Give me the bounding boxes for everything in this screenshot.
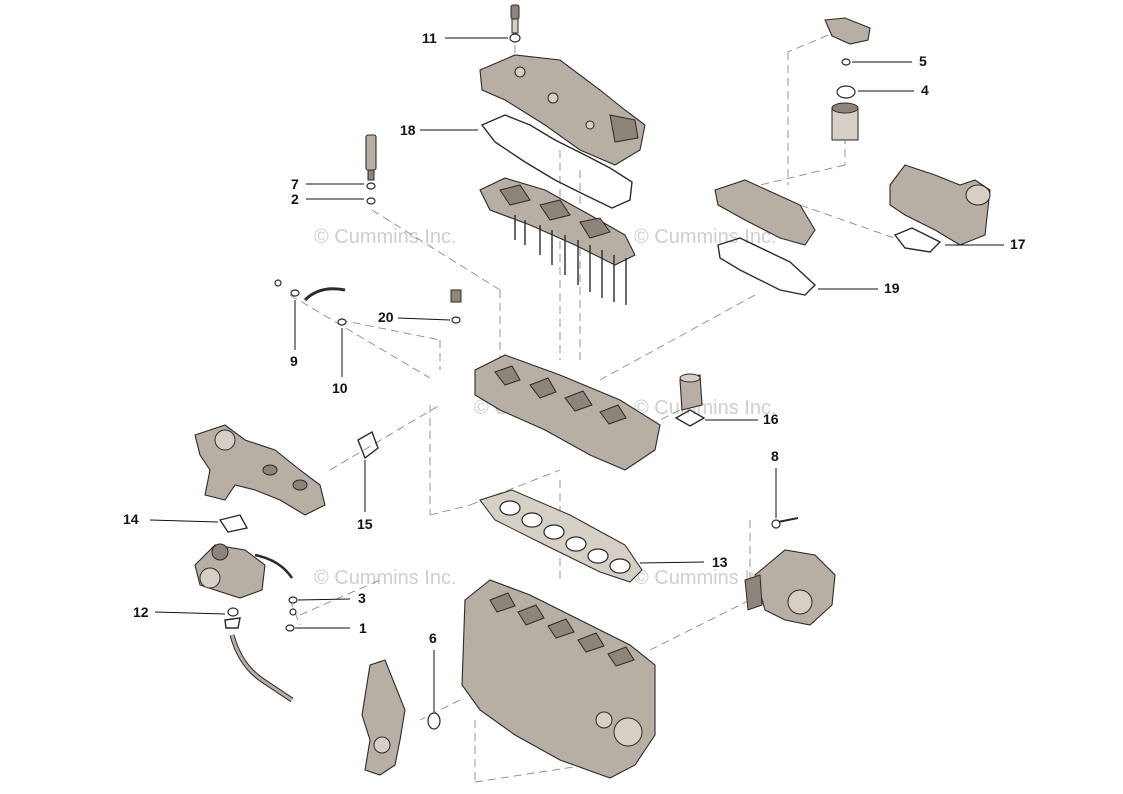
callout-11: 11 [422,30,437,46]
callout-4: 4 [921,82,929,98]
callout-3: 3 [358,590,366,606]
watermark: © Cummins Inc. [314,567,457,589]
crankcase-breather [824,17,871,141]
valve-cover [479,54,646,166]
watermark: © Cummins Inc. [634,397,777,419]
callout-18: 18 [400,122,416,138]
intake-cover-gasket [717,237,817,296]
callout-8: 8 [771,448,779,464]
turbocharger [194,543,294,599]
rocker-housing [479,177,636,305]
callout-12: 12 [133,604,149,620]
callout-20: 20 [378,309,394,325]
breather-bolt [509,4,521,43]
callout-numbers: 11 18 7 2 5 4 17 19 20 9 10 16 8 14 15 1… [123,30,1026,646]
fuel-injector [365,134,377,205]
intake-cover-plate [714,179,816,246]
air-intake-connection [889,164,991,253]
callout-1: 1 [359,620,367,636]
cylinder-head-plug [450,289,462,324]
rocker-cover-gasket [480,114,633,209]
watermark: © Cummins Inc. [634,226,777,248]
callout-6: 6 [429,630,437,646]
callout-15: 15 [357,516,373,532]
callout-10: 10 [332,380,348,396]
leader-lines [149,37,1004,712]
watermark: © Cummins Inc. [634,567,777,589]
exhaust-manifold [194,424,326,516]
callout-17: 17 [1010,236,1026,252]
callout-19: 19 [884,280,900,296]
turbo-oil-drain [224,607,294,703]
callout-2: 2 [291,191,299,207]
callout-7: 7 [291,176,299,192]
head-gasket-bores [499,500,631,574]
oil-supply-fittings [285,596,298,632]
callout-13: 13 [712,554,728,570]
callout-9: 9 [290,353,298,369]
front-housing [361,659,441,776]
fuel-line [274,279,347,326]
callout-14: 14 [123,511,139,527]
cylinder-block [461,579,656,779]
watermark: © Cummins Inc. [314,226,457,248]
callout-16: 16 [763,411,779,427]
callout-5: 5 [919,53,927,69]
exhaust-manifold-gasket [357,430,379,460]
air-compressor [744,517,836,626]
thermostat-housing [674,373,706,427]
cylinder-head [474,354,661,471]
turbocharger-gasket [218,514,249,533]
